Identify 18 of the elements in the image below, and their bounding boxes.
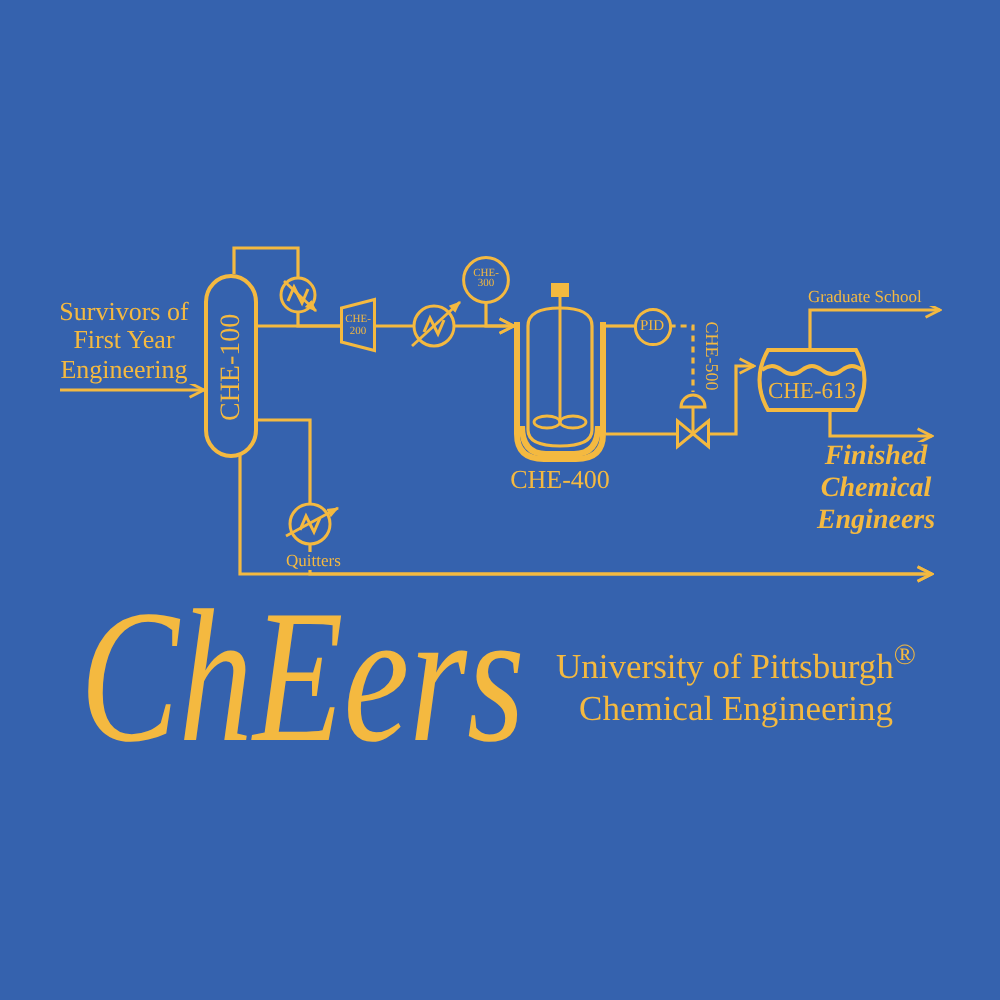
pipe-line bbox=[232, 246, 300, 278]
pipe-line bbox=[258, 418, 312, 504]
pipe-line bbox=[606, 432, 676, 436]
pipe-line bbox=[296, 312, 340, 328]
slogan-text: ChEers bbox=[80, 592, 527, 763]
flow-arrow bbox=[308, 544, 934, 583]
stream-label: Graduate School bbox=[808, 288, 936, 307]
flow-arrow bbox=[808, 301, 942, 348]
flow-arrow bbox=[60, 381, 206, 399]
equipment-tag: CHE-500 bbox=[700, 315, 720, 396]
flow-arrow bbox=[484, 302, 516, 335]
pipe-line bbox=[376, 324, 414, 328]
equipment-tag: CHE-400 bbox=[490, 466, 630, 495]
department-name: University of Pittsburgh$^{®}$ Chemical Engineering bbox=[554, 640, 918, 730]
flow-arrow bbox=[828, 412, 934, 445]
signal-line bbox=[669, 324, 695, 392]
pipe-line bbox=[606, 324, 635, 328]
flow-arrow bbox=[710, 357, 756, 436]
